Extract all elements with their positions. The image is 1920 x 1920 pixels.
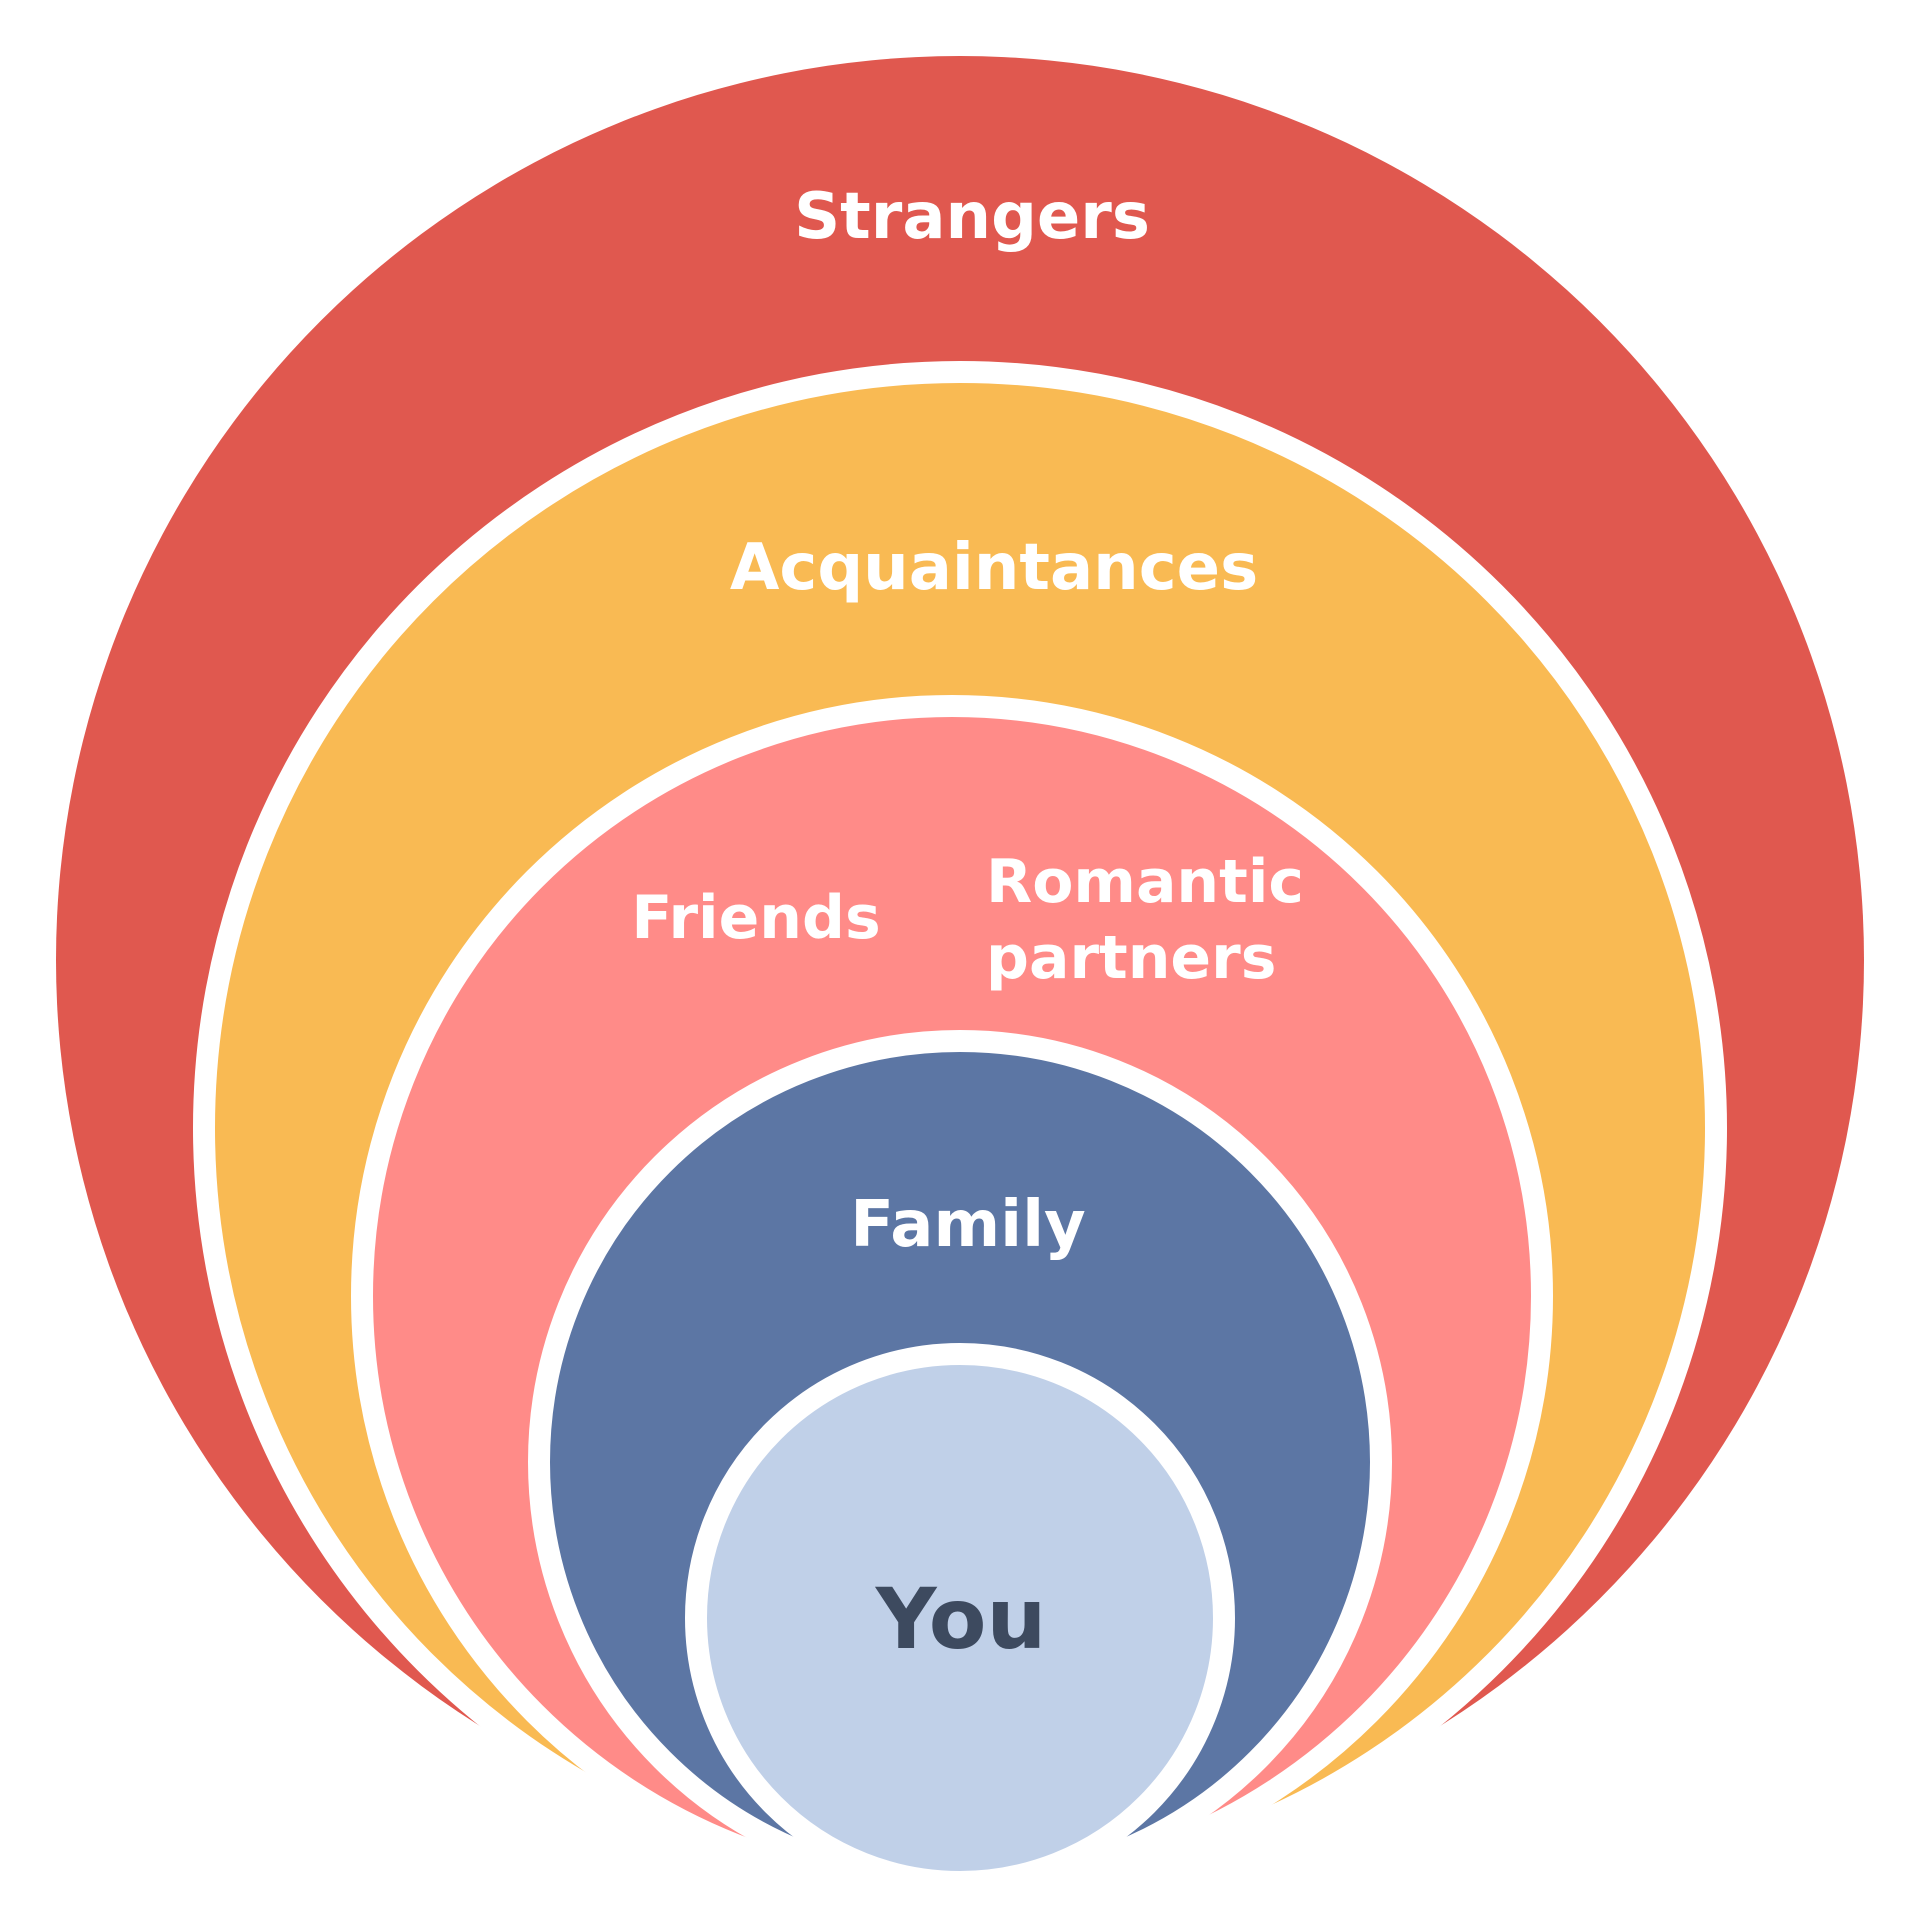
romantic-partners-label-line1: Romantic xyxy=(986,847,1304,917)
you-label: You xyxy=(875,1570,1047,1668)
family-label: Family xyxy=(850,1188,1085,1262)
friends-label: Friends xyxy=(631,883,880,953)
you-circle xyxy=(685,1343,1235,1893)
acquaintances-label: Acquaintances xyxy=(730,531,1258,605)
romantic-partners-label-line2: partners xyxy=(986,923,1276,993)
strangers-label: Strangers xyxy=(794,180,1150,254)
